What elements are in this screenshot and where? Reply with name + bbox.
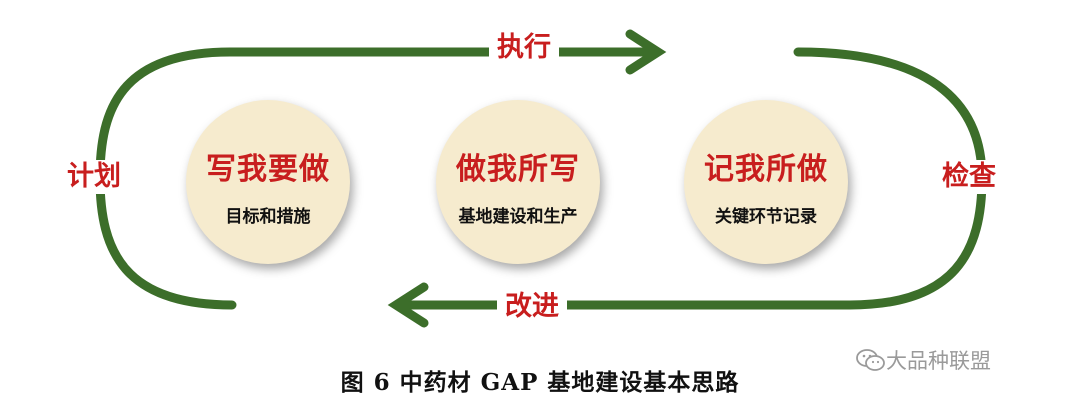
circle-plan-subtitle: 目标和措施: [225, 207, 311, 227]
bottom-arrow-head: [387, 282, 429, 328]
circle-plan-title: 写我要做: [206, 152, 330, 187]
circle-plan: 写我要做 目标和措施: [186, 100, 350, 264]
top-arrow-head: [625, 29, 667, 75]
label-improve: 改进: [497, 290, 567, 324]
watermark-text: 大品种联盟: [886, 349, 991, 373]
circle-do-subtitle: 基地建设和生产: [458, 207, 578, 227]
circle-do-title: 做我所写: [456, 152, 580, 187]
circle-record-title: 记我所做: [704, 152, 828, 187]
label-execute: 执行: [489, 31, 559, 65]
wechat-icon: [856, 349, 885, 371]
label-plan: 计划: [59, 160, 129, 194]
circle-record: 记我所做 关键环节记录: [684, 100, 848, 264]
figure-caption: 图 6 中药材 GAP 基地建设基本思路: [340, 369, 740, 396]
circle-do: 做我所写 基地建设和生产: [436, 100, 600, 264]
circle-record-subtitle: 关键环节记录: [715, 207, 817, 227]
label-check: 检查: [934, 160, 1004, 194]
